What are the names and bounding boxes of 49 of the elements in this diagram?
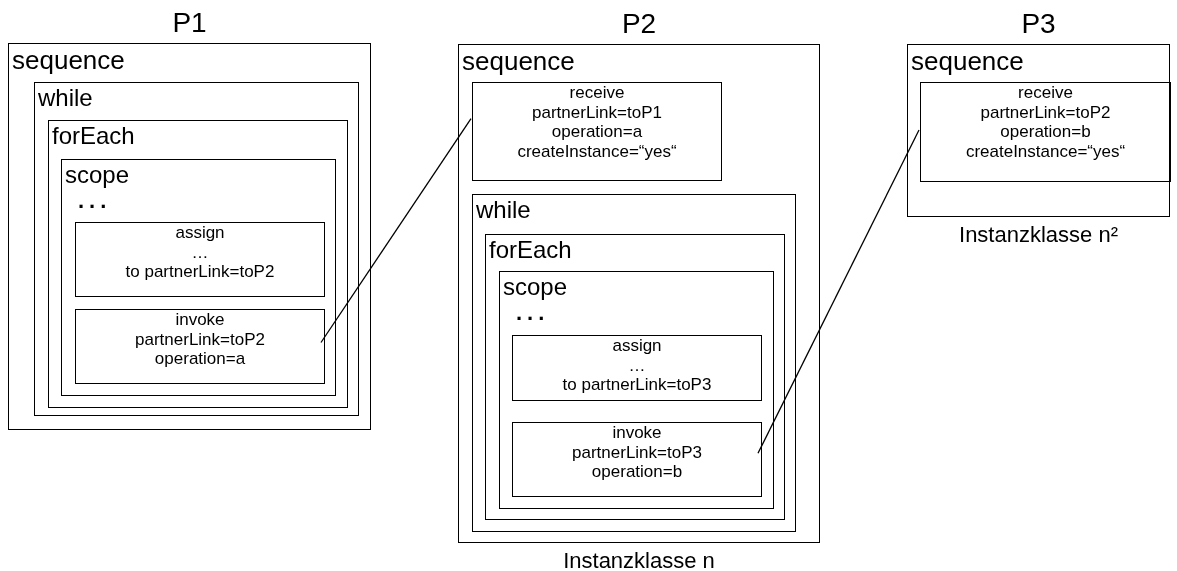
activity-box bbox=[920, 82, 1171, 182]
activity-text: … bbox=[628, 355, 646, 375]
activity-text: operation=b bbox=[591, 462, 683, 482]
instance-caption: Instanzklasse n bbox=[562, 548, 716, 571]
process-title: P3 bbox=[1020, 9, 1057, 39]
process-title: P2 bbox=[620, 9, 658, 39]
block-keyword: scope bbox=[503, 275, 568, 299]
block-box bbox=[34, 82, 359, 416]
block-box bbox=[472, 194, 796, 532]
activity-box bbox=[472, 82, 722, 181]
block-keyword: sequence bbox=[462, 48, 575, 74]
activity-box bbox=[512, 422, 762, 497]
instance-caption: Instanzklasse n² bbox=[958, 222, 1119, 248]
block-keyword: scope bbox=[65, 163, 130, 187]
activity-text: assign bbox=[175, 223, 225, 243]
activity-text: operation=a bbox=[551, 122, 643, 142]
block-keyword: forEach bbox=[52, 124, 135, 148]
activity-text: to partnerLink=toP3 bbox=[562, 375, 712, 395]
block-keyword: forEach bbox=[489, 238, 572, 262]
activity-box bbox=[512, 335, 762, 401]
ellipsis-text: ... bbox=[516, 302, 550, 324]
block-box bbox=[61, 159, 336, 396]
block-box bbox=[48, 120, 348, 408]
activity-text: createInstance=“yes“ bbox=[965, 141, 1126, 161]
block-keyword: while bbox=[38, 86, 93, 110]
activity-text: invoke bbox=[175, 310, 225, 330]
activity-box bbox=[75, 222, 325, 297]
activity-box bbox=[75, 309, 325, 384]
block-box bbox=[485, 234, 785, 520]
activity-text: receive bbox=[569, 83, 625, 103]
block-keyword: sequence bbox=[911, 48, 1024, 74]
activity-text: invoke bbox=[612, 423, 662, 443]
activity-text: operation=b bbox=[1000, 122, 1091, 142]
activity-text: partnerLink=toP3 bbox=[572, 442, 702, 462]
activity-text: partnerLink=toP2 bbox=[980, 102, 1111, 122]
activity-text: operation=a bbox=[154, 349, 246, 369]
block-box bbox=[499, 271, 774, 509]
activity-text: partnerLink=toP1 bbox=[532, 102, 662, 122]
activity-text: to partnerLink=toP2 bbox=[125, 262, 275, 282]
process-title: P1 bbox=[171, 8, 208, 38]
activity-text: partnerLink=toP2 bbox=[135, 329, 265, 349]
block-keyword: while bbox=[476, 198, 531, 222]
activity-text: … bbox=[191, 242, 209, 262]
activity-text: createInstance=“yes“ bbox=[517, 141, 677, 161]
activity-text: assign bbox=[612, 336, 662, 356]
ellipsis-text: ... bbox=[78, 190, 112, 212]
block-keyword: sequence bbox=[12, 47, 125, 73]
connector-line bbox=[320, 117, 472, 344]
activity-text: receive bbox=[1018, 83, 1073, 103]
